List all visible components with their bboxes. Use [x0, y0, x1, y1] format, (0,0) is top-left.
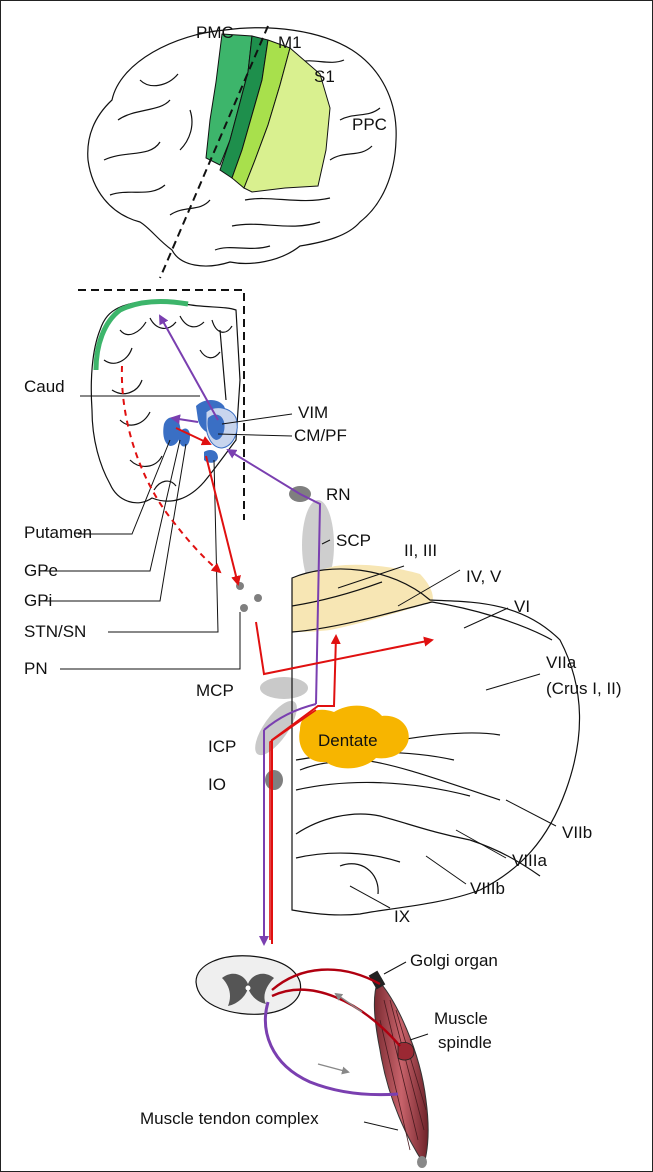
- label-viiib: VIIIb: [470, 879, 505, 898]
- label-icp: ICP: [208, 737, 236, 756]
- brain-lateral-view: [88, 26, 396, 278]
- pn-leader: [60, 612, 240, 669]
- coronal-slice: [40, 290, 292, 669]
- viiib-leader: [426, 856, 466, 884]
- label-vi: VI: [514, 597, 530, 616]
- tendon-end: [417, 1156, 427, 1168]
- label-s1: S1: [314, 67, 335, 86]
- stn-leader: [108, 460, 218, 632]
- label-ii-iii: II, III: [404, 541, 437, 560]
- grey-arrow-down: [318, 1064, 348, 1072]
- golgi-leader: [384, 962, 406, 974]
- icp-peduncle: [248, 695, 304, 761]
- mtc-leader: [364, 1122, 398, 1130]
- label-crus: (Crus I, II): [546, 679, 622, 698]
- label-ix: IX: [394, 907, 410, 926]
- pathways: [122, 316, 432, 944]
- pn-dot-3: [254, 594, 262, 602]
- spindle-leader: [410, 1034, 428, 1040]
- label-rn: RN: [326, 485, 351, 504]
- label-pmc: PMC: [196, 23, 234, 42]
- label-golgi-organ: Golgi organ: [410, 951, 498, 970]
- label-vim: VIM: [298, 403, 328, 422]
- label-caud: Caud: [24, 377, 65, 396]
- spinal-cord-and-muscle: [196, 956, 428, 1168]
- label-io: IO: [208, 775, 226, 794]
- purple-thalamus-to-cortex: [160, 316, 218, 420]
- label-putamen: Putamen: [24, 523, 92, 542]
- mcp-peduncle: [260, 677, 308, 699]
- label-dentate: Dentate: [318, 731, 378, 750]
- pn-dot-2: [240, 604, 248, 612]
- label-cm-pf: CM/PF: [294, 426, 347, 445]
- viia-leader: [486, 674, 540, 690]
- label-spindle: spindle: [438, 1033, 492, 1052]
- grey-arrow-up: [336, 994, 362, 1012]
- viib-leader: [506, 800, 556, 826]
- label-viib: VIIb: [562, 823, 592, 842]
- label-iv-v: IV, V: [466, 567, 502, 586]
- label-viiia: VIIIa: [512, 851, 548, 870]
- label-viia: VIIa: [546, 653, 577, 672]
- red-pn-to-cerebellum: [256, 622, 432, 674]
- io-nucleus: [265, 770, 283, 790]
- label-scp: SCP: [336, 531, 371, 550]
- label-pn: PN: [24, 659, 48, 678]
- viiia-leader: [456, 830, 506, 858]
- label-muscle: Muscle: [434, 1009, 488, 1028]
- cortex-green-rim: [96, 302, 188, 370]
- label-muscle-tendon-complex: Muscle tendon complex: [140, 1109, 319, 1128]
- label-ppc: PPC: [352, 115, 387, 134]
- label-gpe: GPe: [24, 561, 58, 580]
- label-stn-sn: STN/SN: [24, 622, 86, 641]
- label-gpi: GPi: [24, 591, 52, 610]
- ix-leader: [350, 886, 390, 908]
- vi-leader: [464, 608, 508, 628]
- central-canal: [246, 986, 251, 991]
- putamen-shape: [163, 417, 180, 446]
- label-mcp: MCP: [196, 681, 234, 700]
- label-m1: M1: [278, 33, 302, 52]
